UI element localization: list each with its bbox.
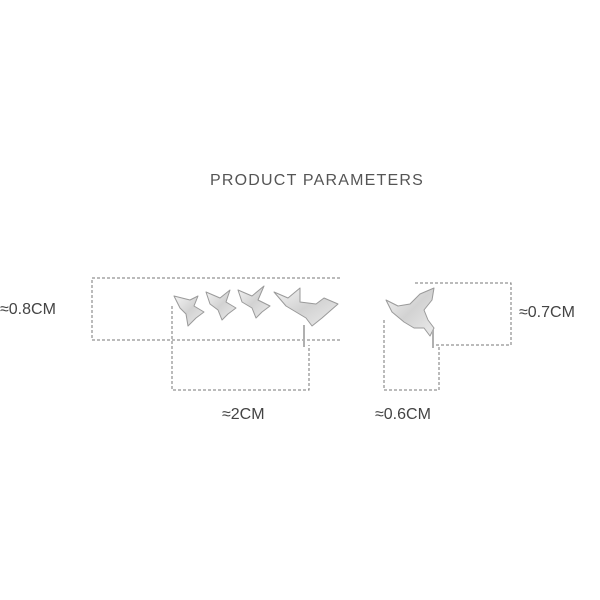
right-height-bracket [415, 282, 512, 346]
left-width-label: ≈2CM [222, 406, 265, 423]
left-height-label: ≈0.8CM [0, 301, 56, 318]
page-title: PRODUCT PARAMETERS [210, 172, 424, 189]
swallow-earring-left-icon [173, 285, 339, 347]
right-width-bracket [383, 320, 440, 391]
right-width-label: ≈0.6CM [375, 406, 431, 423]
swallow-earring-right-icon [385, 287, 435, 348]
right-height-label: ≈0.7CM [519, 304, 575, 321]
left-width-bracket [171, 306, 310, 391]
